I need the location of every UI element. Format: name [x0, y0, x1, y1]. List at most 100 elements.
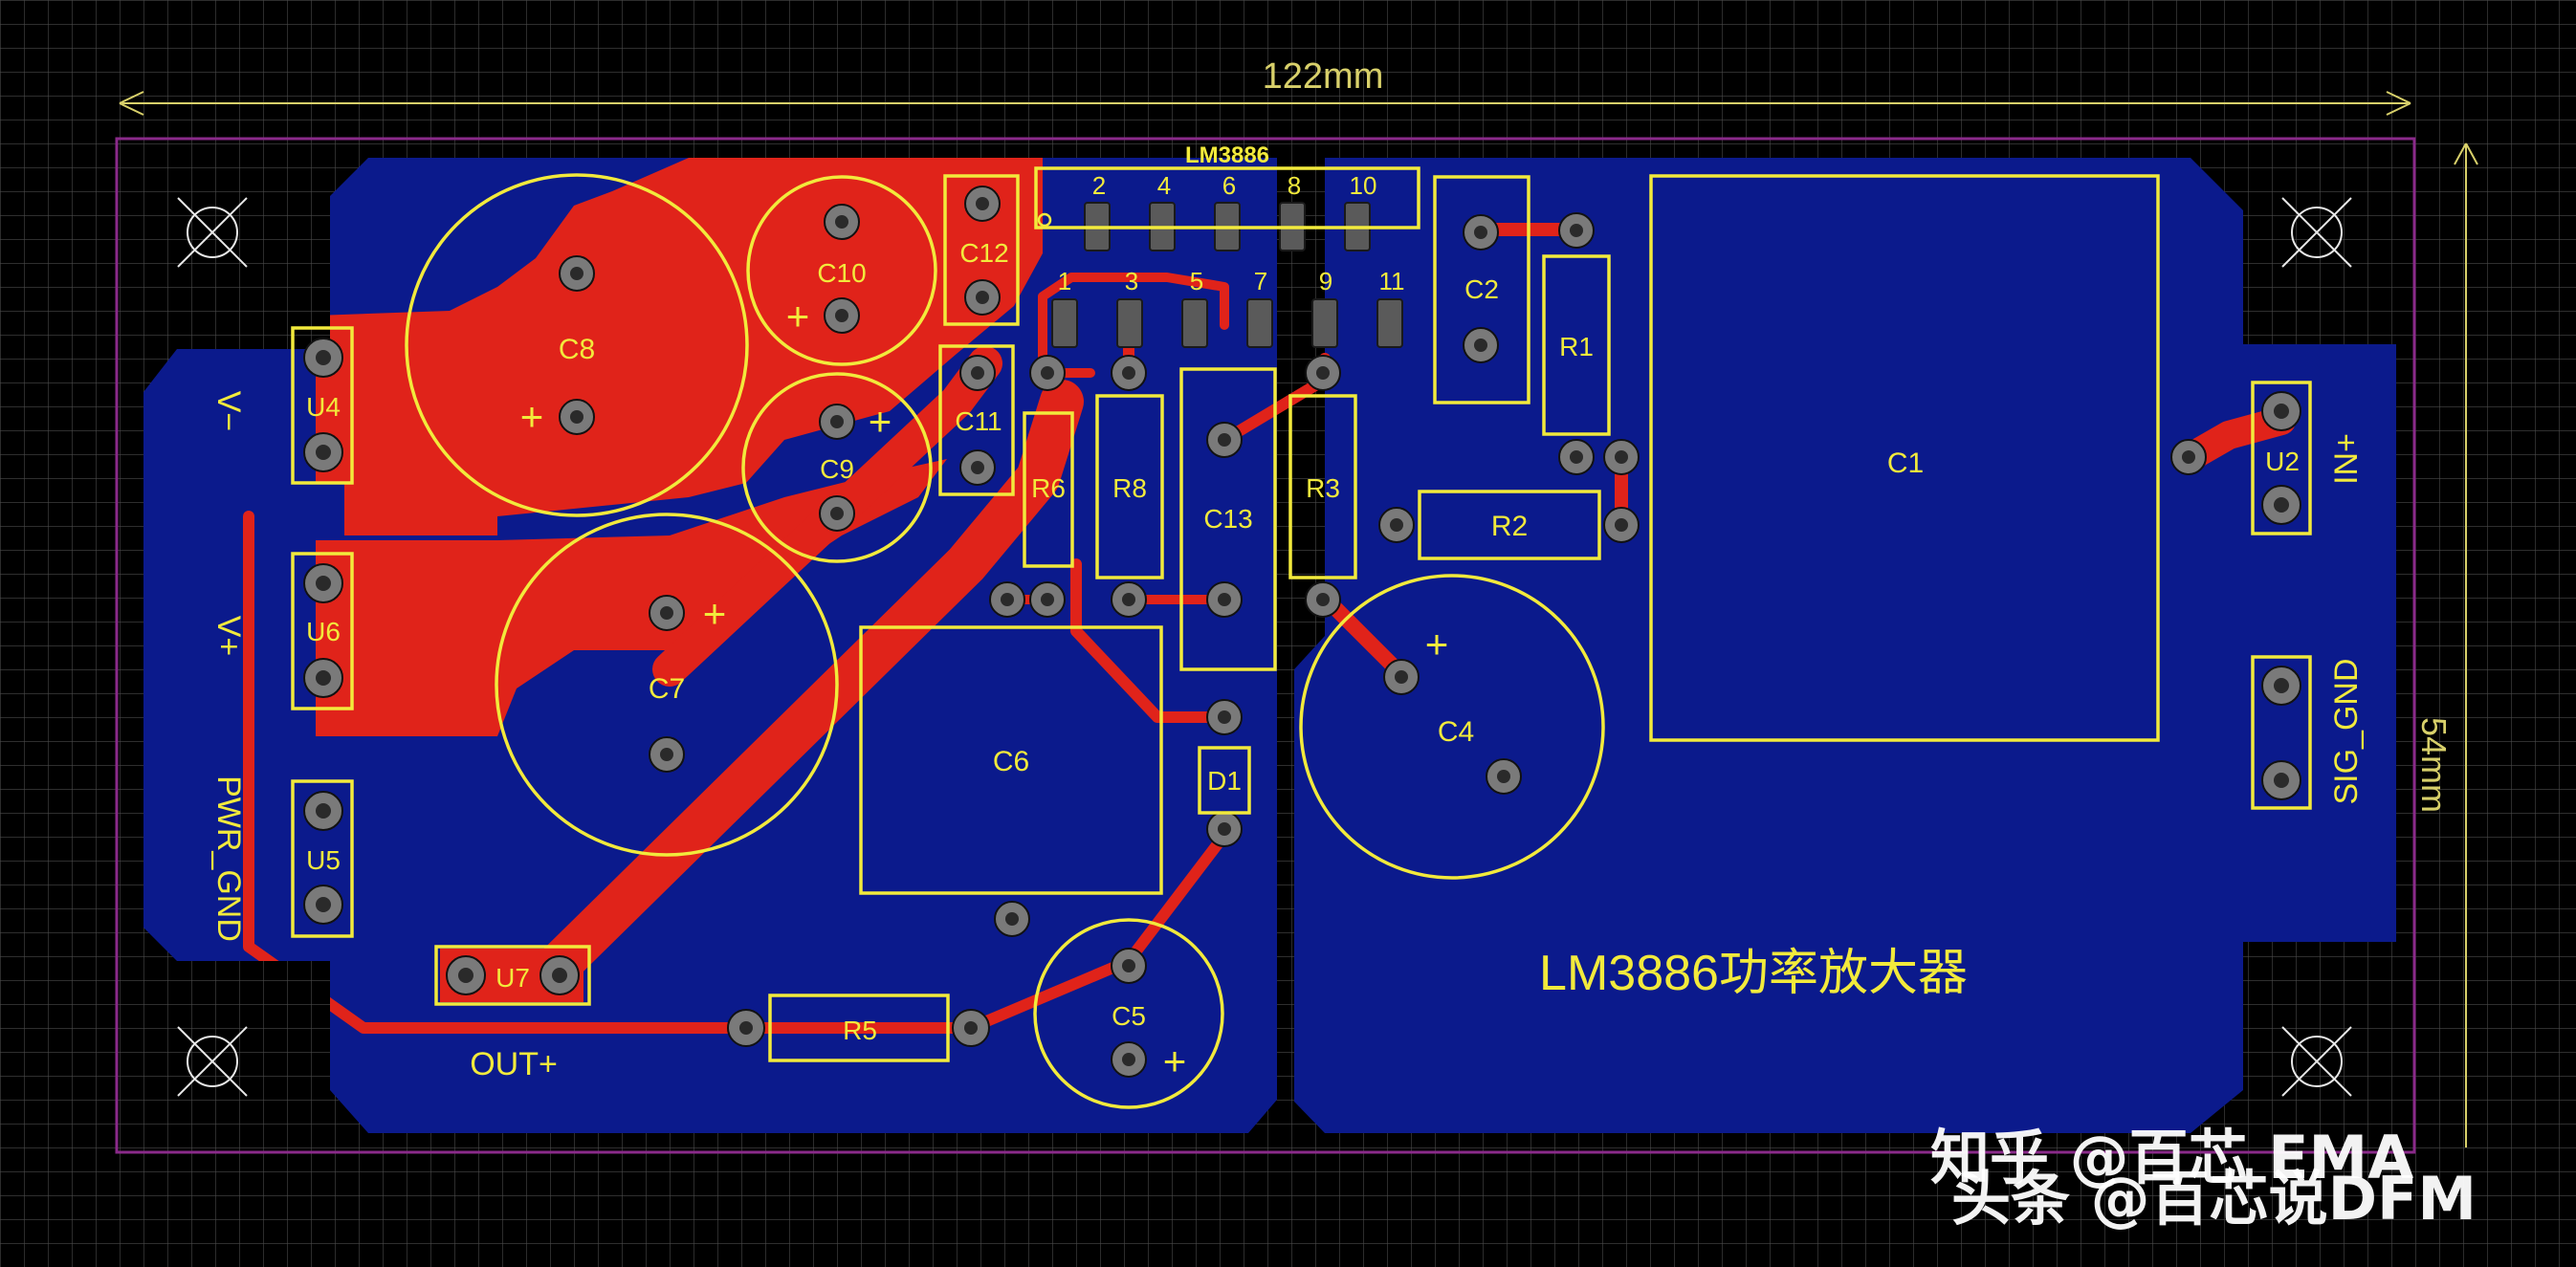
pad-r1-3	[1603, 439, 1640, 475]
pad-d1-1	[1206, 699, 1243, 735]
pad-r6-1	[1029, 355, 1066, 391]
watermark-line2: 头条 @百芯说DFM	[1951, 1164, 2477, 1234]
width-dimension: 122mm	[119, 56, 2411, 116]
pad-u2-2	[2261, 485, 2301, 525]
pad-c6-2	[989, 581, 1025, 618]
c8-outline	[405, 173, 749, 517]
pad-r1-1	[1558, 212, 1595, 249]
u6-label: U6	[306, 617, 341, 646]
silkscreen	[291, 166, 2312, 1109]
pad-r8-1	[1111, 355, 1147, 391]
c12-label: C12	[959, 238, 1008, 268]
c10-outline	[746, 175, 937, 366]
pad-c9-2	[819, 495, 855, 532]
pad-r5-2	[952, 1009, 990, 1047]
lm3886-label: LM3886	[1185, 142, 1269, 168]
c9-polarity: +	[869, 399, 892, 444]
v-plus-label: V+	[210, 616, 247, 657]
u5-outline	[291, 779, 354, 938]
c13-outline	[1179, 367, 1277, 671]
pad-c12-1	[964, 186, 1001, 222]
pad-u5-2	[303, 885, 343, 925]
c4-outline	[1299, 574, 1605, 880]
pad-u2-1	[2261, 391, 2301, 431]
r5-outline	[768, 994, 950, 1062]
board-outline	[115, 137, 2416, 1154]
r1-outline	[1542, 254, 1611, 436]
pad-c7-2	[649, 736, 685, 773]
board-title: LM3886功率放大器	[1539, 946, 1968, 1001]
pad-r5-1	[727, 1009, 765, 1047]
c8-polarity: +	[520, 394, 544, 439]
watermark: 知乎 @百芯 EMA 头条 @百芯说DFM	[1930, 1123, 2477, 1234]
component-labels: C8 C10 C9 C12 C11 C7 C6 C13 R6 R8 R3 D1 …	[210, 142, 2365, 1083]
pad-c8-2	[559, 399, 595, 435]
pad-c2-2	[1463, 327, 1499, 363]
c2-outline	[1433, 175, 1530, 404]
c9-outline	[741, 372, 933, 563]
pad-c10-1	[824, 204, 860, 240]
ic-pin-label: 3	[1125, 267, 1138, 295]
sig-gnd-label: SIG_GND	[2328, 658, 2365, 804]
pad-u7-2	[539, 955, 580, 995]
u6-outline	[291, 552, 354, 710]
pad-u7-1	[446, 955, 486, 995]
pad-u6-1	[303, 563, 343, 603]
u5-label: U5	[306, 845, 341, 875]
c5-label: C5	[1112, 1001, 1146, 1031]
u2-label: U2	[2265, 447, 2300, 476]
c1-outline	[1649, 174, 2160, 742]
ic-pin-label: 9	[1319, 267, 1332, 295]
c13-label: C13	[1203, 504, 1252, 534]
c11-outline	[938, 344, 1015, 496]
u7-label: U7	[495, 963, 530, 993]
out-plus-label: OUT+	[470, 1046, 558, 1082]
pad-r2-1	[1378, 507, 1415, 543]
r8-label: R8	[1112, 473, 1147, 503]
c6-outline	[859, 625, 1163, 895]
u7-outline	[434, 945, 591, 1006]
pad-u6-2	[303, 658, 343, 698]
pad-c1-1	[2170, 439, 2207, 475]
v-minus-label: V−	[210, 391, 247, 432]
c7-label: C7	[649, 673, 685, 705]
lm3886-pins	[1051, 202, 1403, 348]
pad-c13-2	[1206, 581, 1243, 618]
u2-outline	[2251, 381, 2312, 535]
height-dimension: 54mm	[2414, 142, 2478, 1147]
mounting-hole-top-right	[2281, 197, 2352, 268]
pad-r8-2	[1111, 581, 1147, 618]
pad-sig-1	[2261, 666, 2301, 706]
c9-label: C9	[820, 454, 854, 484]
pad-c9-1	[819, 404, 855, 440]
r2-label: R2	[1491, 511, 1528, 542]
ic-pin-label: 1	[1058, 267, 1071, 295]
pads	[303, 186, 2301, 1078]
pad-c6-1	[994, 901, 1030, 937]
pad-c13-1	[1206, 422, 1243, 458]
pad-c12-2	[964, 279, 1001, 316]
pad-sig-2	[2261, 760, 2301, 800]
pad-r2-2	[1603, 507, 1640, 543]
pad-d1-2	[1206, 811, 1243, 847]
r2-outline	[1418, 490, 1601, 560]
pwr-gnd-label: PWR_GND	[210, 775, 247, 942]
pad-r6-2	[1029, 581, 1066, 618]
pad-u4-2	[303, 432, 343, 472]
ic-pin-label: 7	[1254, 267, 1267, 295]
r6-label: R6	[1031, 473, 1066, 503]
r3-outline	[1288, 394, 1357, 579]
ic-pin-label: 6	[1222, 171, 1236, 200]
c7-polarity: +	[703, 591, 727, 636]
d1-outline	[1198, 746, 1251, 815]
d1-label: D1	[1207, 766, 1242, 796]
c12-outline	[943, 174, 1020, 326]
lm3886-outline	[1034, 166, 1420, 229]
pad-r1-2	[1558, 439, 1595, 475]
pad-c4-2	[1486, 758, 1522, 795]
c5-outline	[1033, 918, 1224, 1109]
sig-outline	[2251, 655, 2312, 810]
pad-c11-1	[959, 355, 996, 391]
pad-c8-1	[559, 255, 595, 292]
